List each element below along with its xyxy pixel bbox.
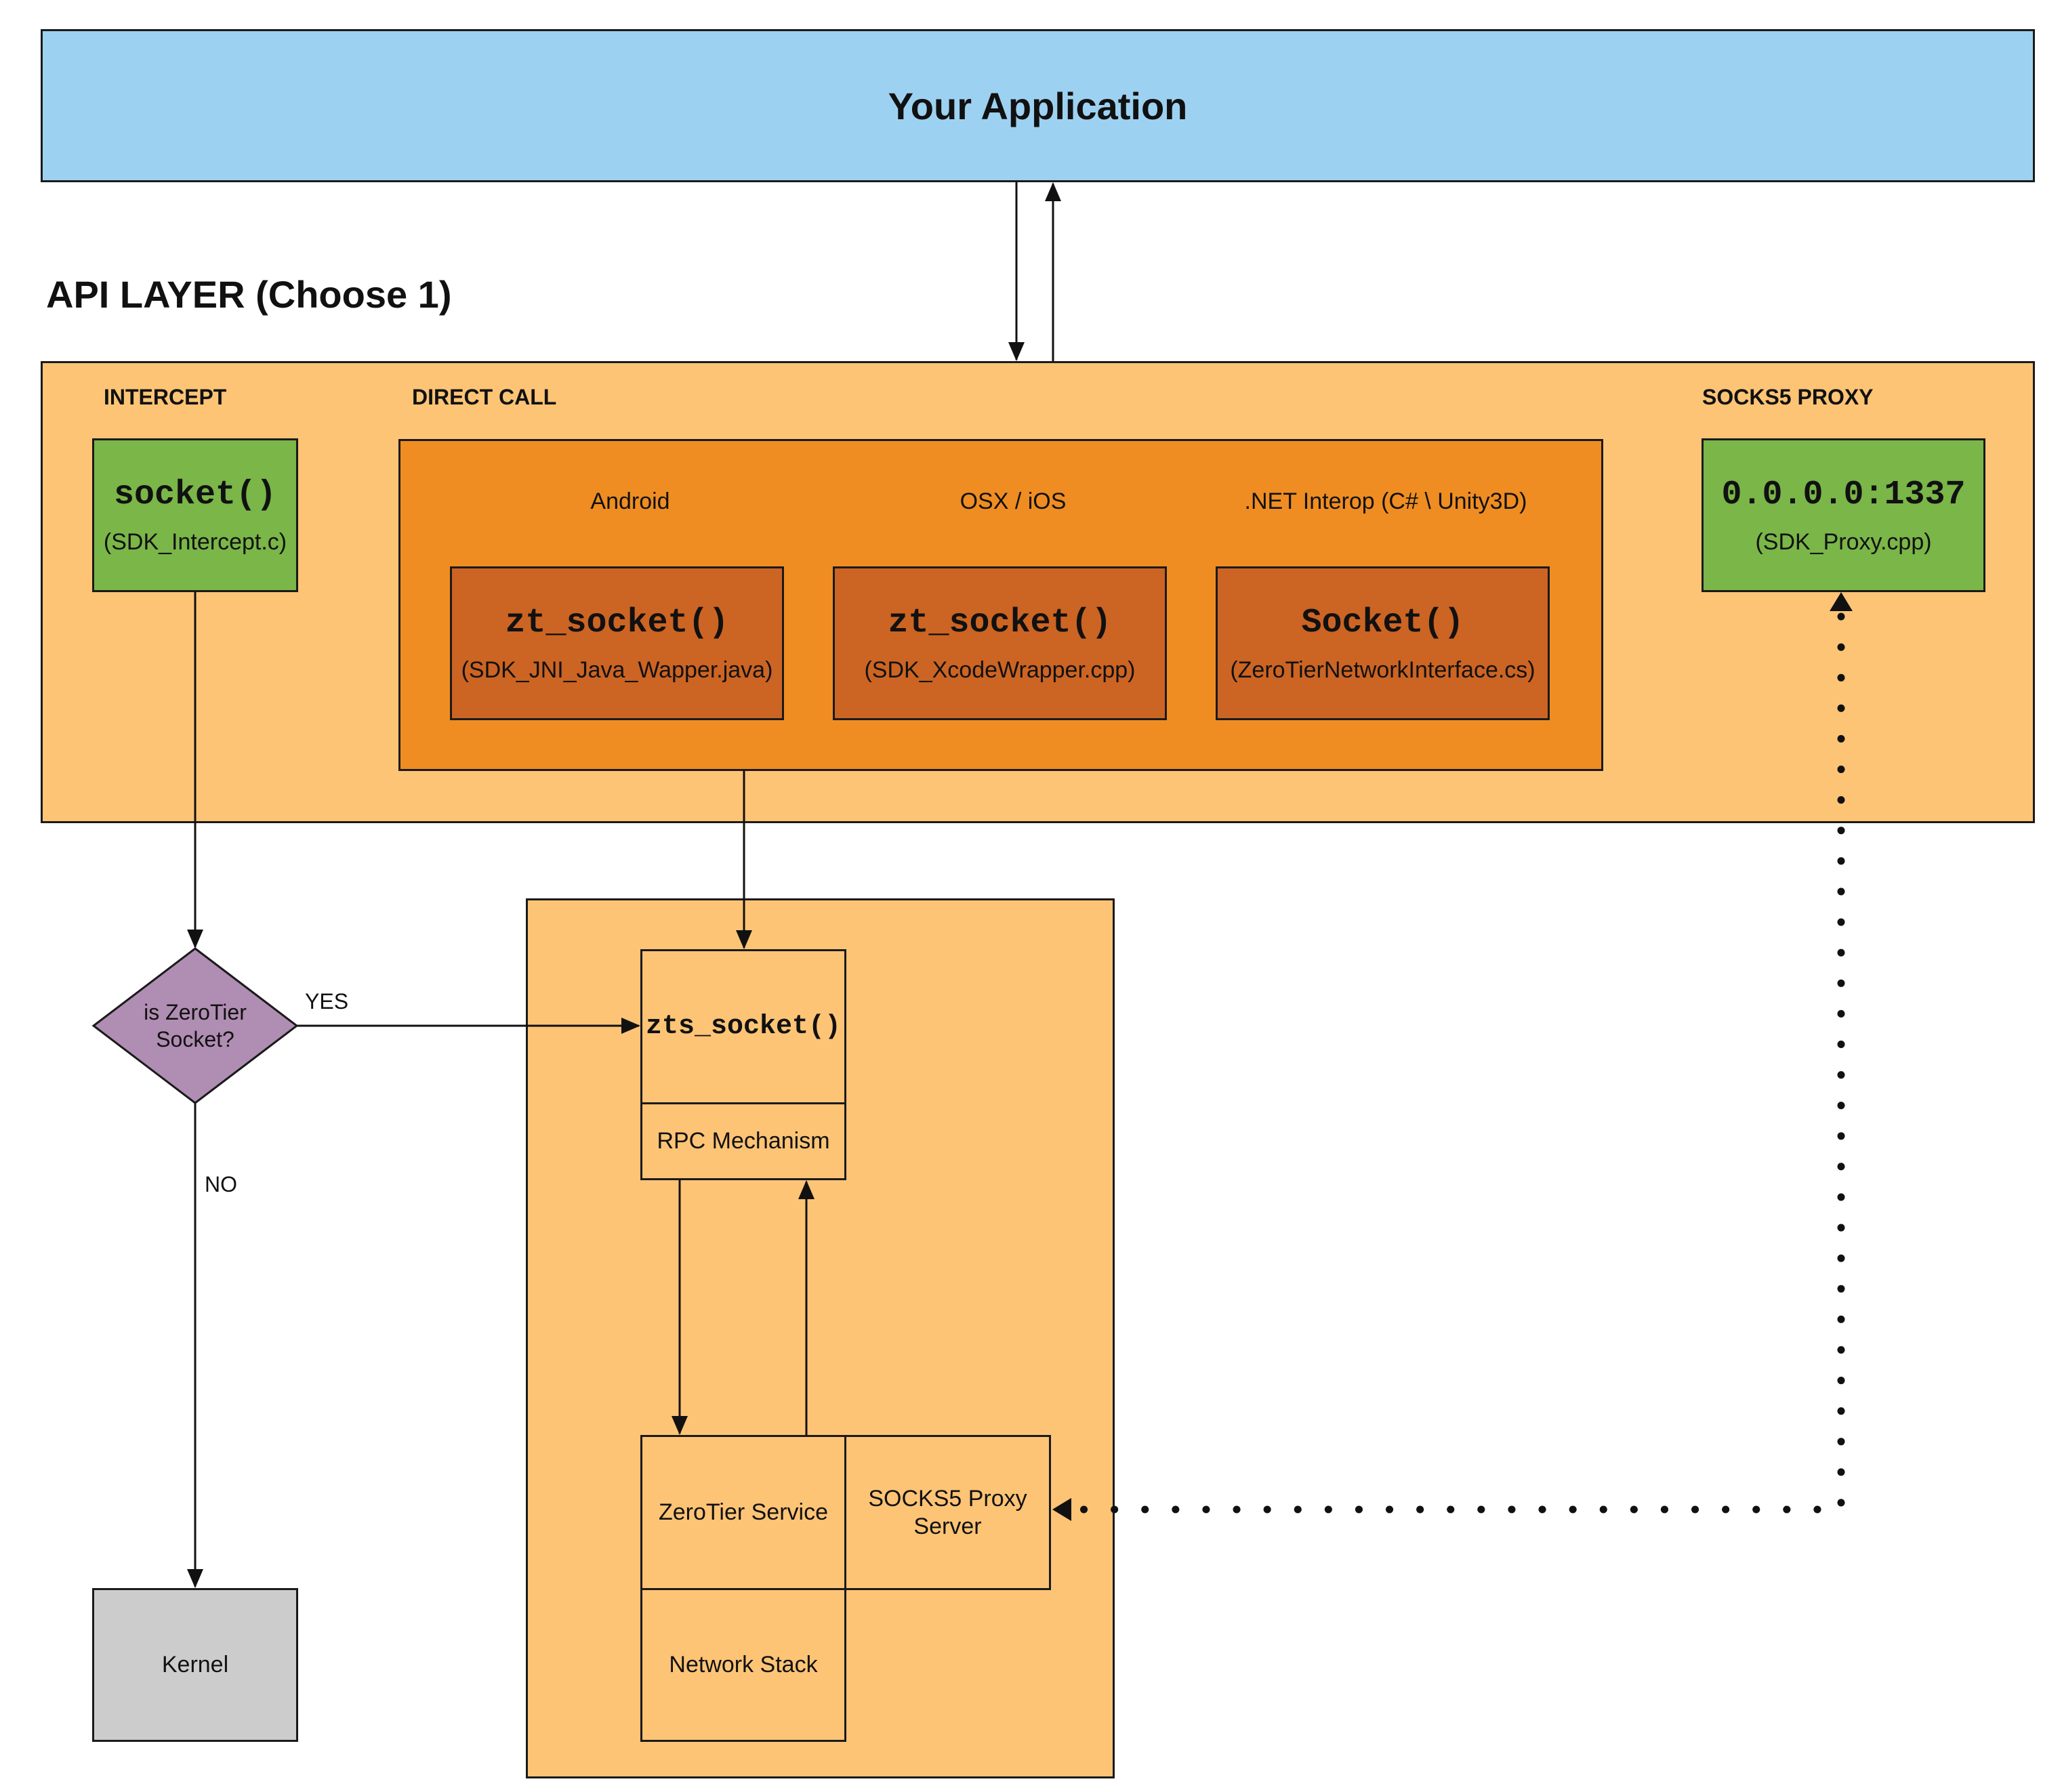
proxy-dotted-top-arrowhead: [1830, 592, 1853, 611]
socks5-proxy-box: 0.0.0.0:1337 (SDK_Proxy.cpp): [1702, 438, 1985, 592]
yes-label: YES: [305, 989, 349, 1014]
api-to-app-arrowhead: [1045, 182, 1061, 201]
zerotier-service-label: ZeroTier Service: [658, 1499, 829, 1526]
platform-label-osx-ios: OSX / iOS: [960, 488, 1067, 514]
rpc-to-service-arrowhead: [672, 1416, 688, 1435]
no-label: NO: [205, 1172, 237, 1196]
decision-question: is ZeroTier Socket?: [144, 1000, 247, 1051]
osx-ios-file: (SDK_XcodeWrapper.cpp): [864, 657, 1136, 683]
android-socket-box: zt_socket() (SDK_JNI_Java_Wapper.java): [450, 566, 784, 720]
rpc-mechanism-label: RPC Mechanism: [657, 1128, 830, 1154]
intercept-function: socket(): [113, 475, 277, 514]
android-file: (SDK_JNI_Java_Wapper.java): [461, 657, 773, 683]
application-box: Your Application: [41, 29, 2035, 182]
intercept-label: INTERCEPT: [104, 385, 227, 409]
api-layer-heading: API LAYER (Choose 1): [46, 273, 452, 316]
osx-ios-function: zt_socket(): [888, 603, 1112, 642]
network-stack-box: Network Stack: [640, 1588, 846, 1742]
intercept-socket-box: socket() (SDK_Intercept.c): [92, 438, 298, 592]
dotnet-socket-box: Socket() (ZeroTierNetworkInterface.cs): [1216, 566, 1550, 720]
service-panel: [526, 898, 1115, 1778]
intercept-to-decision-arrowhead: [187, 930, 203, 949]
socks5-proxy-server-label: SOCKS5 Proxy Server: [868, 1485, 1027, 1539]
platform-label-dotnet: .NET Interop (C# \ Unity3D): [1244, 488, 1527, 514]
proxy-dotted-left-arrowhead: [1052, 1498, 1071, 1521]
dotnet-file: (ZeroTierNetworkInterface.cs): [1230, 657, 1535, 683]
rpc-mechanism-box: RPC Mechanism: [640, 1102, 846, 1180]
app-to-api-arrowhead: [1008, 342, 1025, 361]
android-function: zt_socket(): [505, 603, 729, 642]
kernel-box: Kernel: [92, 1588, 298, 1742]
socks5-address: 0.0.0.0:1337: [1721, 475, 1966, 514]
dotnet-function: Socket(): [1301, 603, 1464, 642]
service-to-rpc-arrowhead: [798, 1180, 815, 1199]
direct-call-label: DIRECT CALL: [412, 385, 557, 409]
yes-arrowhead: [621, 1018, 640, 1034]
socks5-file: (SDK_Proxy.cpp): [1755, 528, 1932, 555]
socks5-proxy-label: SOCKS5 PROXY: [1702, 385, 1874, 409]
proxy-dotted-link: [1073, 612, 1845, 1514]
osx-ios-socket-box: zt_socket() (SDK_XcodeWrapper.cpp): [833, 566, 1167, 720]
zts-socket-function: zts_socket(): [645, 1012, 842, 1042]
intercept-file: (SDK_Intercept.c): [103, 528, 287, 555]
socks5-proxy-server-box: SOCKS5 Proxy Server: [844, 1435, 1051, 1590]
direct-to-zts-arrowhead: [736, 930, 752, 949]
kernel-label: Kernel: [161, 1652, 229, 1678]
application-title: Your Application: [888, 84, 1188, 127]
no-arrowhead: [187, 1569, 203, 1588]
zts-socket-box: zts_socket(): [640, 949, 846, 1104]
network-stack-label: Network Stack: [669, 1652, 818, 1678]
platform-label-android: Android: [590, 488, 670, 514]
